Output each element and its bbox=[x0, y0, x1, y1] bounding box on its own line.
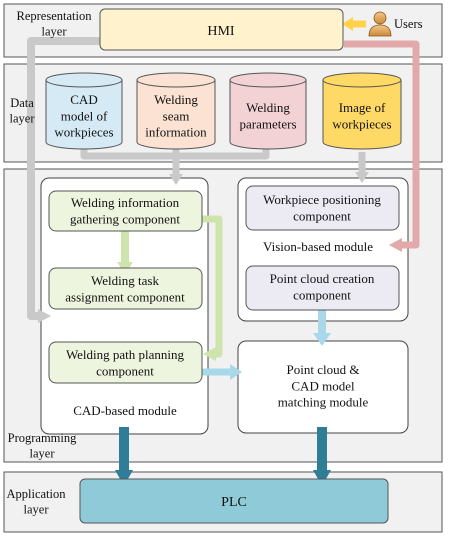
hmi-label: HMI bbox=[207, 24, 235, 39]
path-to-matching-arrowhead bbox=[230, 364, 242, 380]
pointcloud-to-matching-arrowhead bbox=[313, 333, 331, 346]
cad-module-label: CAD-based module bbox=[73, 403, 177, 418]
matching-to-plc-arrowhead bbox=[313, 470, 331, 486]
data-to-gathering-arrowhead bbox=[169, 174, 183, 185]
gathering-component-box[interactable] bbox=[48, 190, 203, 232]
positioning-component-box[interactable] bbox=[245, 185, 400, 231]
cad-module-to-plc-arrowhead bbox=[115, 470, 133, 486]
hmi-to-path-planning-arrow bbox=[27, 37, 100, 320]
gathering-to-path-arrowhead bbox=[203, 347, 216, 361]
vision-module-label: Vision-based module bbox=[263, 239, 373, 254]
hmi-to-vision-arrow bbox=[344, 40, 420, 249]
users-label: Users bbox=[394, 17, 423, 31]
gathering-to-path-arrow bbox=[202, 215, 223, 358]
hmi-box[interactable] bbox=[99, 8, 344, 51]
plc-label: PLC bbox=[221, 495, 247, 510]
hmi-to-path-planning-arrowhead bbox=[38, 309, 51, 323]
path-planning-component-box[interactable] bbox=[48, 341, 203, 384]
point-cloud-creation-box[interactable] bbox=[245, 265, 400, 311]
image-to-vision-arrowhead bbox=[355, 172, 369, 183]
welding-parameters-cylinder bbox=[229, 72, 307, 150]
task-assignment-component-box[interactable] bbox=[48, 267, 203, 310]
hmi-to-vision-arrowhead bbox=[389, 238, 402, 252]
plc-box[interactable] bbox=[79, 478, 389, 524]
cad-model-cylinder bbox=[45, 72, 123, 150]
image-cylinder bbox=[322, 72, 402, 150]
users-to-hmi-arrowhead bbox=[342, 17, 353, 31]
user-icon bbox=[368, 11, 392, 37]
welding-seam-cylinder bbox=[136, 72, 216, 150]
